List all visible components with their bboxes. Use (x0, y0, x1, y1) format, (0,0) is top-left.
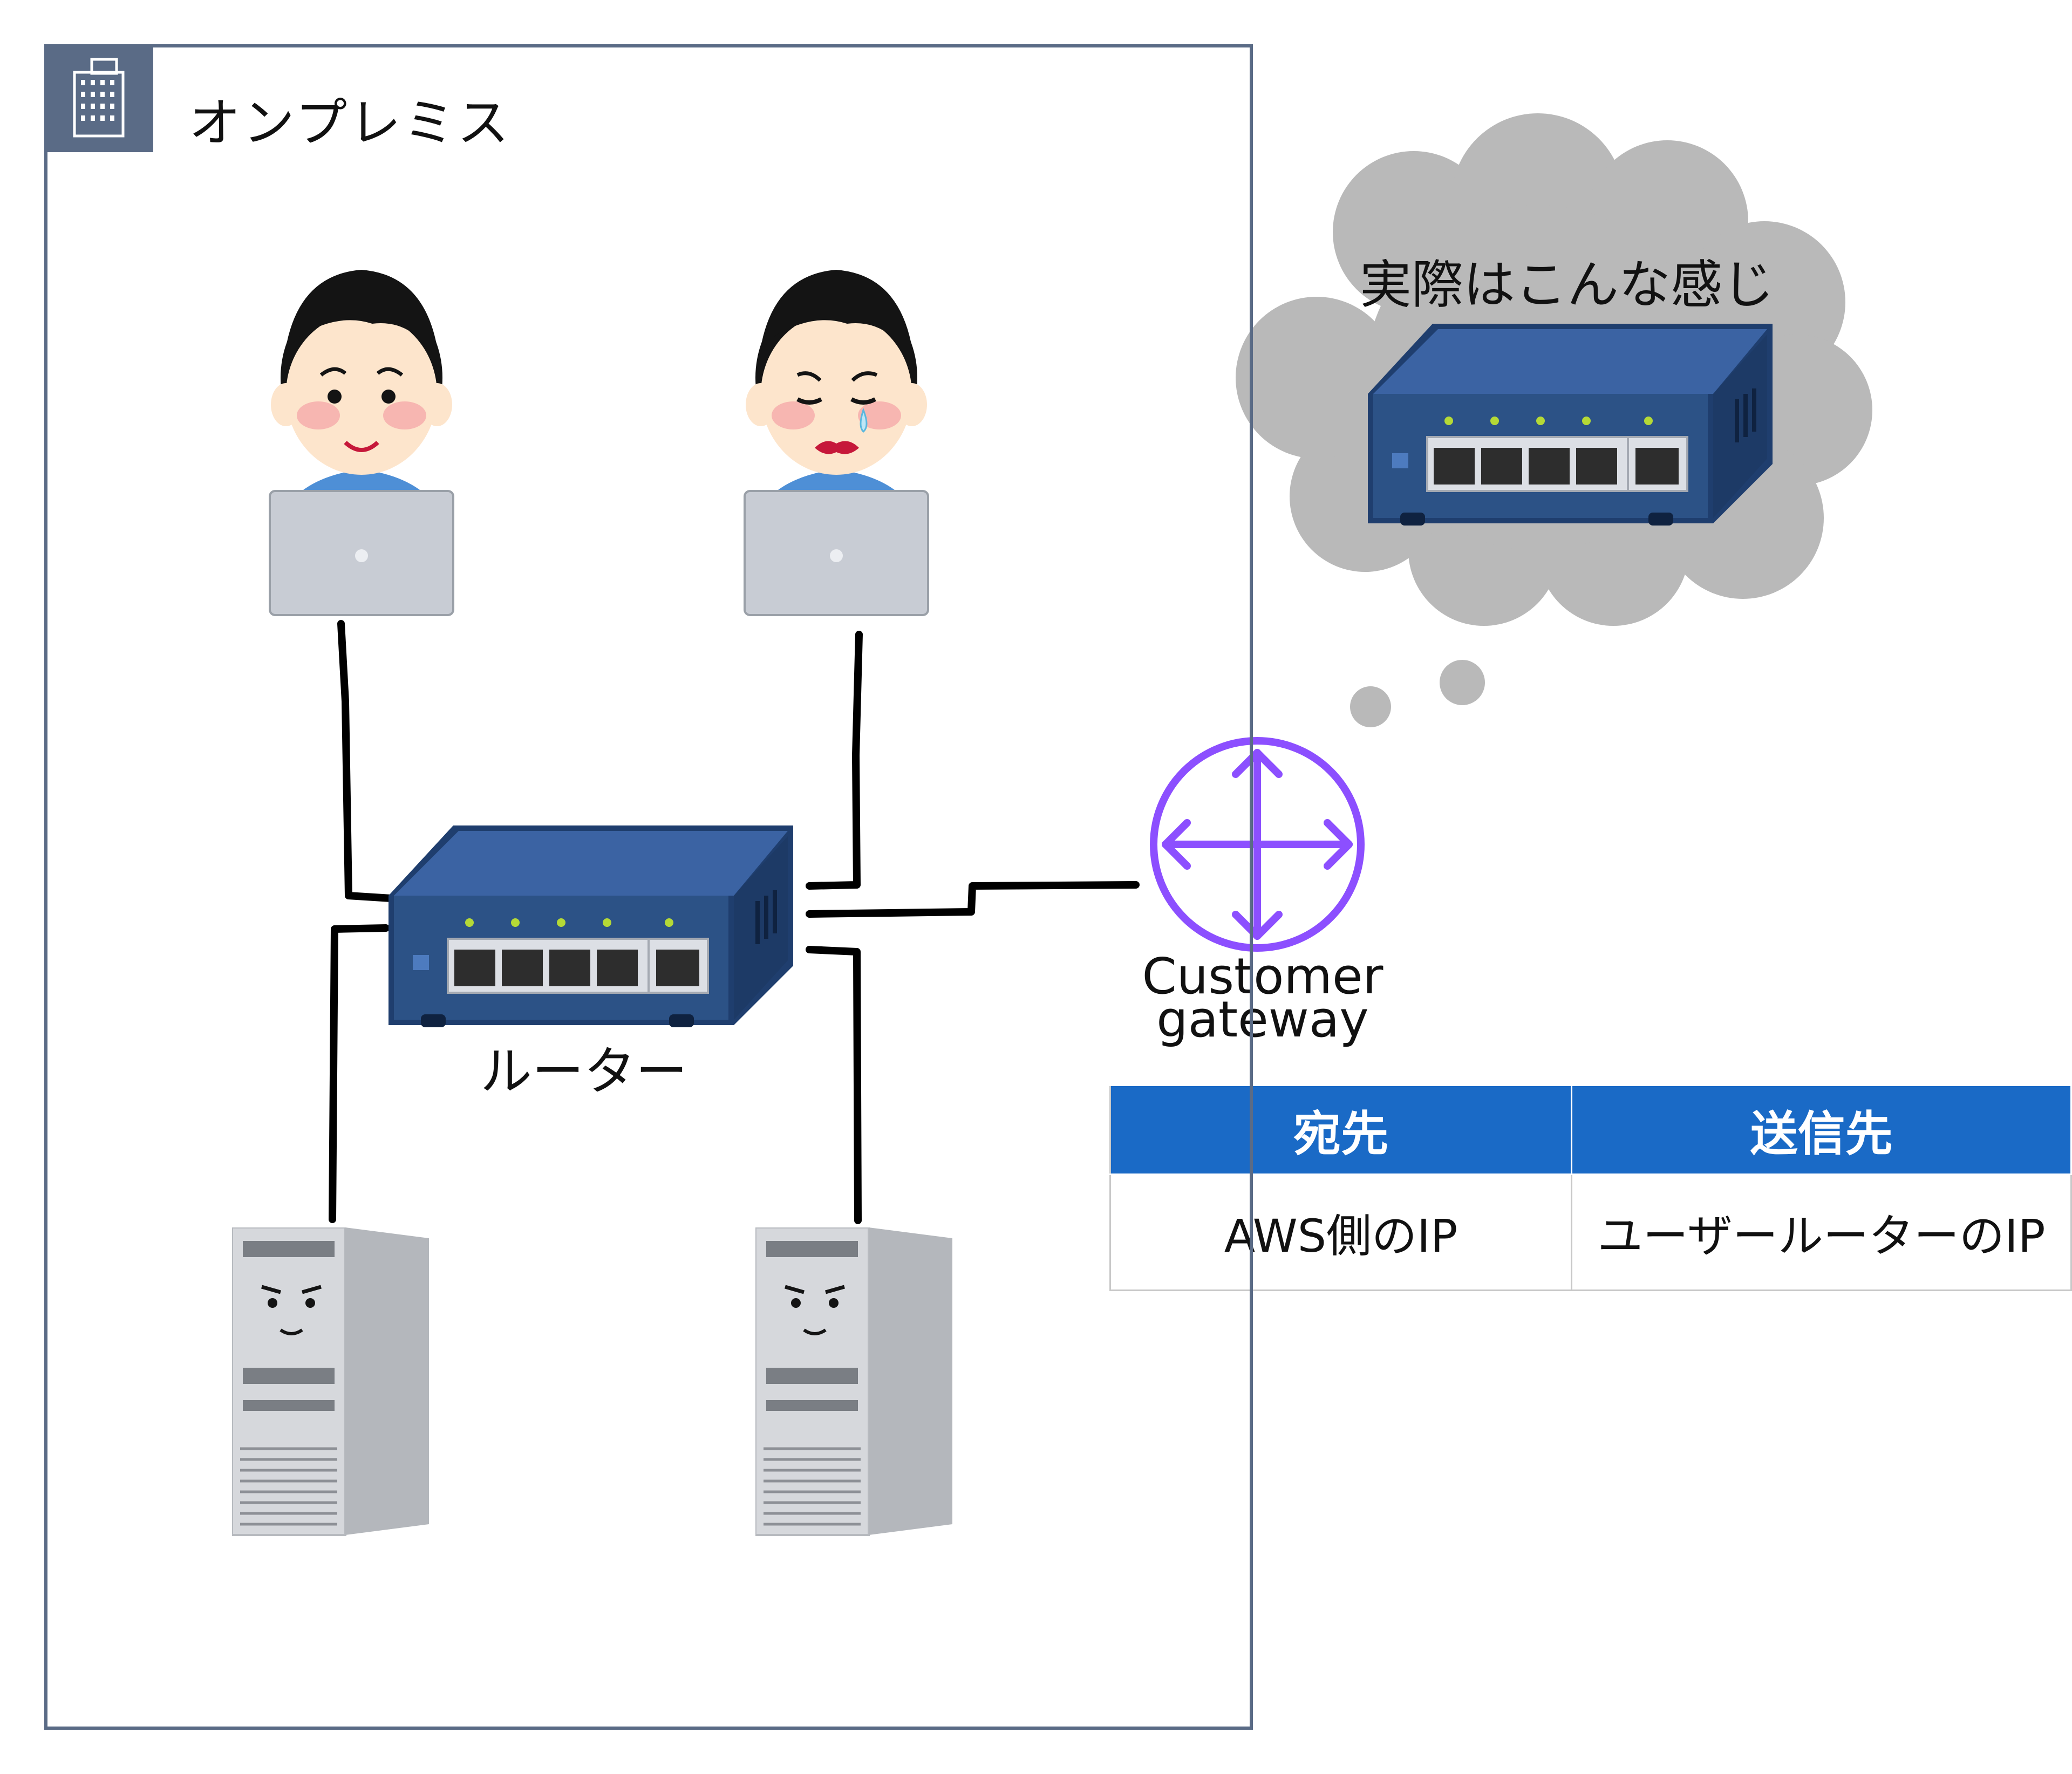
customer-gateway-label-line2: gateway (1156, 991, 1369, 1048)
customer-gateway-label: Customer gateway (1133, 947, 1392, 1048)
customer-gateway-label-line1: Customer (1142, 947, 1383, 1005)
user-happy-icon (269, 270, 454, 616)
table-row: AWS側のIP ユーザールーターのIP (1109, 1173, 2072, 1291)
building-icon (44, 44, 153, 152)
cell-target: ユーザールーターのIP (1571, 1173, 2072, 1291)
route-table: 宛先 送信先 AWS側のIP ユーザールーターのIP (1109, 1084, 2072, 1291)
server-icon (755, 1227, 952, 1536)
router-label: ルーター (480, 1041, 687, 1102)
onprem-title: オンプレミス (189, 93, 512, 153)
router-icon (388, 825, 793, 1027)
server-icon (232, 1227, 429, 1536)
header-destination: 宛先 (1109, 1084, 1573, 1175)
user-sad-icon (744, 270, 929, 616)
route-table-header-row: 宛先 送信先 (1109, 1084, 2072, 1175)
onprem-group-right-border (1250, 44, 1253, 1730)
cell-destination: AWS側のIP (1109, 1173, 1573, 1291)
header-target: 送信先 (1571, 1084, 2072, 1175)
thought-label: 実際はこんな感じ (1360, 255, 1774, 315)
customer-gateway-icon (1150, 737, 1365, 952)
router-icon (1368, 324, 1773, 526)
